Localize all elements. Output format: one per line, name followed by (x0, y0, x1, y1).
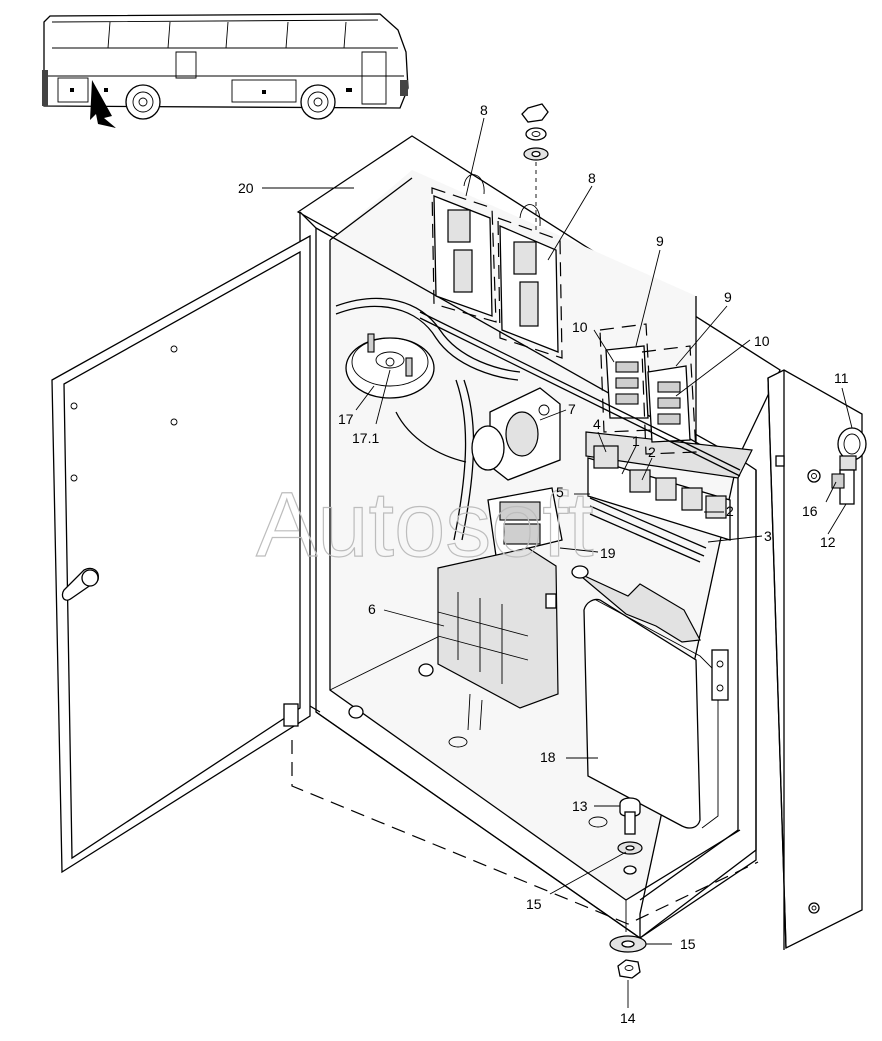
callout-20: 20 (238, 180, 254, 196)
callout-14: 14 (620, 1010, 636, 1026)
callout-9-right: 9 (724, 289, 732, 305)
callout-18: 18 (540, 749, 556, 765)
side-panel (767, 369, 867, 950)
callout-10-left: 10 (572, 319, 588, 335)
relay-bracket-8b (497, 204, 563, 359)
callout-12: 12 (820, 534, 836, 550)
callout-6: 6 (368, 601, 376, 617)
bus-locator-thumbnail (42, 13, 409, 128)
control-unit-6 (437, 547, 559, 731)
callout-9-left: 9 (656, 233, 664, 249)
callout-8-top: 8 (480, 102, 488, 118)
callout-3: 3 (764, 528, 772, 544)
callout-1: 1 (632, 433, 640, 449)
callout-15-lower: 15 (680, 936, 696, 952)
washer-15-lower (609, 935, 647, 953)
callout-13: 13 (572, 798, 588, 814)
callout-5: 5 (556, 484, 564, 500)
controller-18 (571, 565, 729, 829)
callout-17-1: 17.1 (352, 430, 379, 446)
washer-15-upper (617, 841, 643, 875)
callout-8-right: 8 (588, 170, 596, 186)
callout-2-lower: 2 (726, 503, 734, 519)
cabinet-door (51, 234, 311, 874)
watermark-text: Autosoft (256, 474, 594, 576)
callout-7: 7 (568, 401, 576, 417)
callout-11: 11 (834, 370, 849, 386)
relay-board-1-5 (587, 445, 731, 541)
callout-19: 19 (600, 545, 616, 561)
connector-19 (487, 487, 563, 557)
relay-bracket-8a (431, 174, 497, 323)
callout-17: 17 (338, 411, 354, 427)
pointer-arrow-icon (90, 80, 116, 128)
callout-labels: 20 8 8 9 9 10 10 11 7 4 1 2 5 2 16 3 12 … (238, 102, 849, 1026)
nut-washer-stack-top (521, 103, 549, 232)
component-7-solenoid (471, 387, 561, 481)
connector-block-9-10-left (599, 323, 653, 433)
callout-16: 16 (802, 503, 818, 519)
bolt-13 (619, 797, 641, 835)
nut-14 (617, 959, 641, 979)
callout-15-upper: 15 (526, 896, 542, 912)
callout-4: 4 (593, 416, 601, 432)
wiring-harness (335, 297, 741, 563)
callout-10-right: 10 (754, 333, 770, 349)
callout-2-upper: 2 (648, 444, 656, 460)
leader-lines (262, 117, 853, 1008)
dome-component-17 (345, 333, 435, 399)
connector-block-9-10-right (641, 345, 697, 455)
